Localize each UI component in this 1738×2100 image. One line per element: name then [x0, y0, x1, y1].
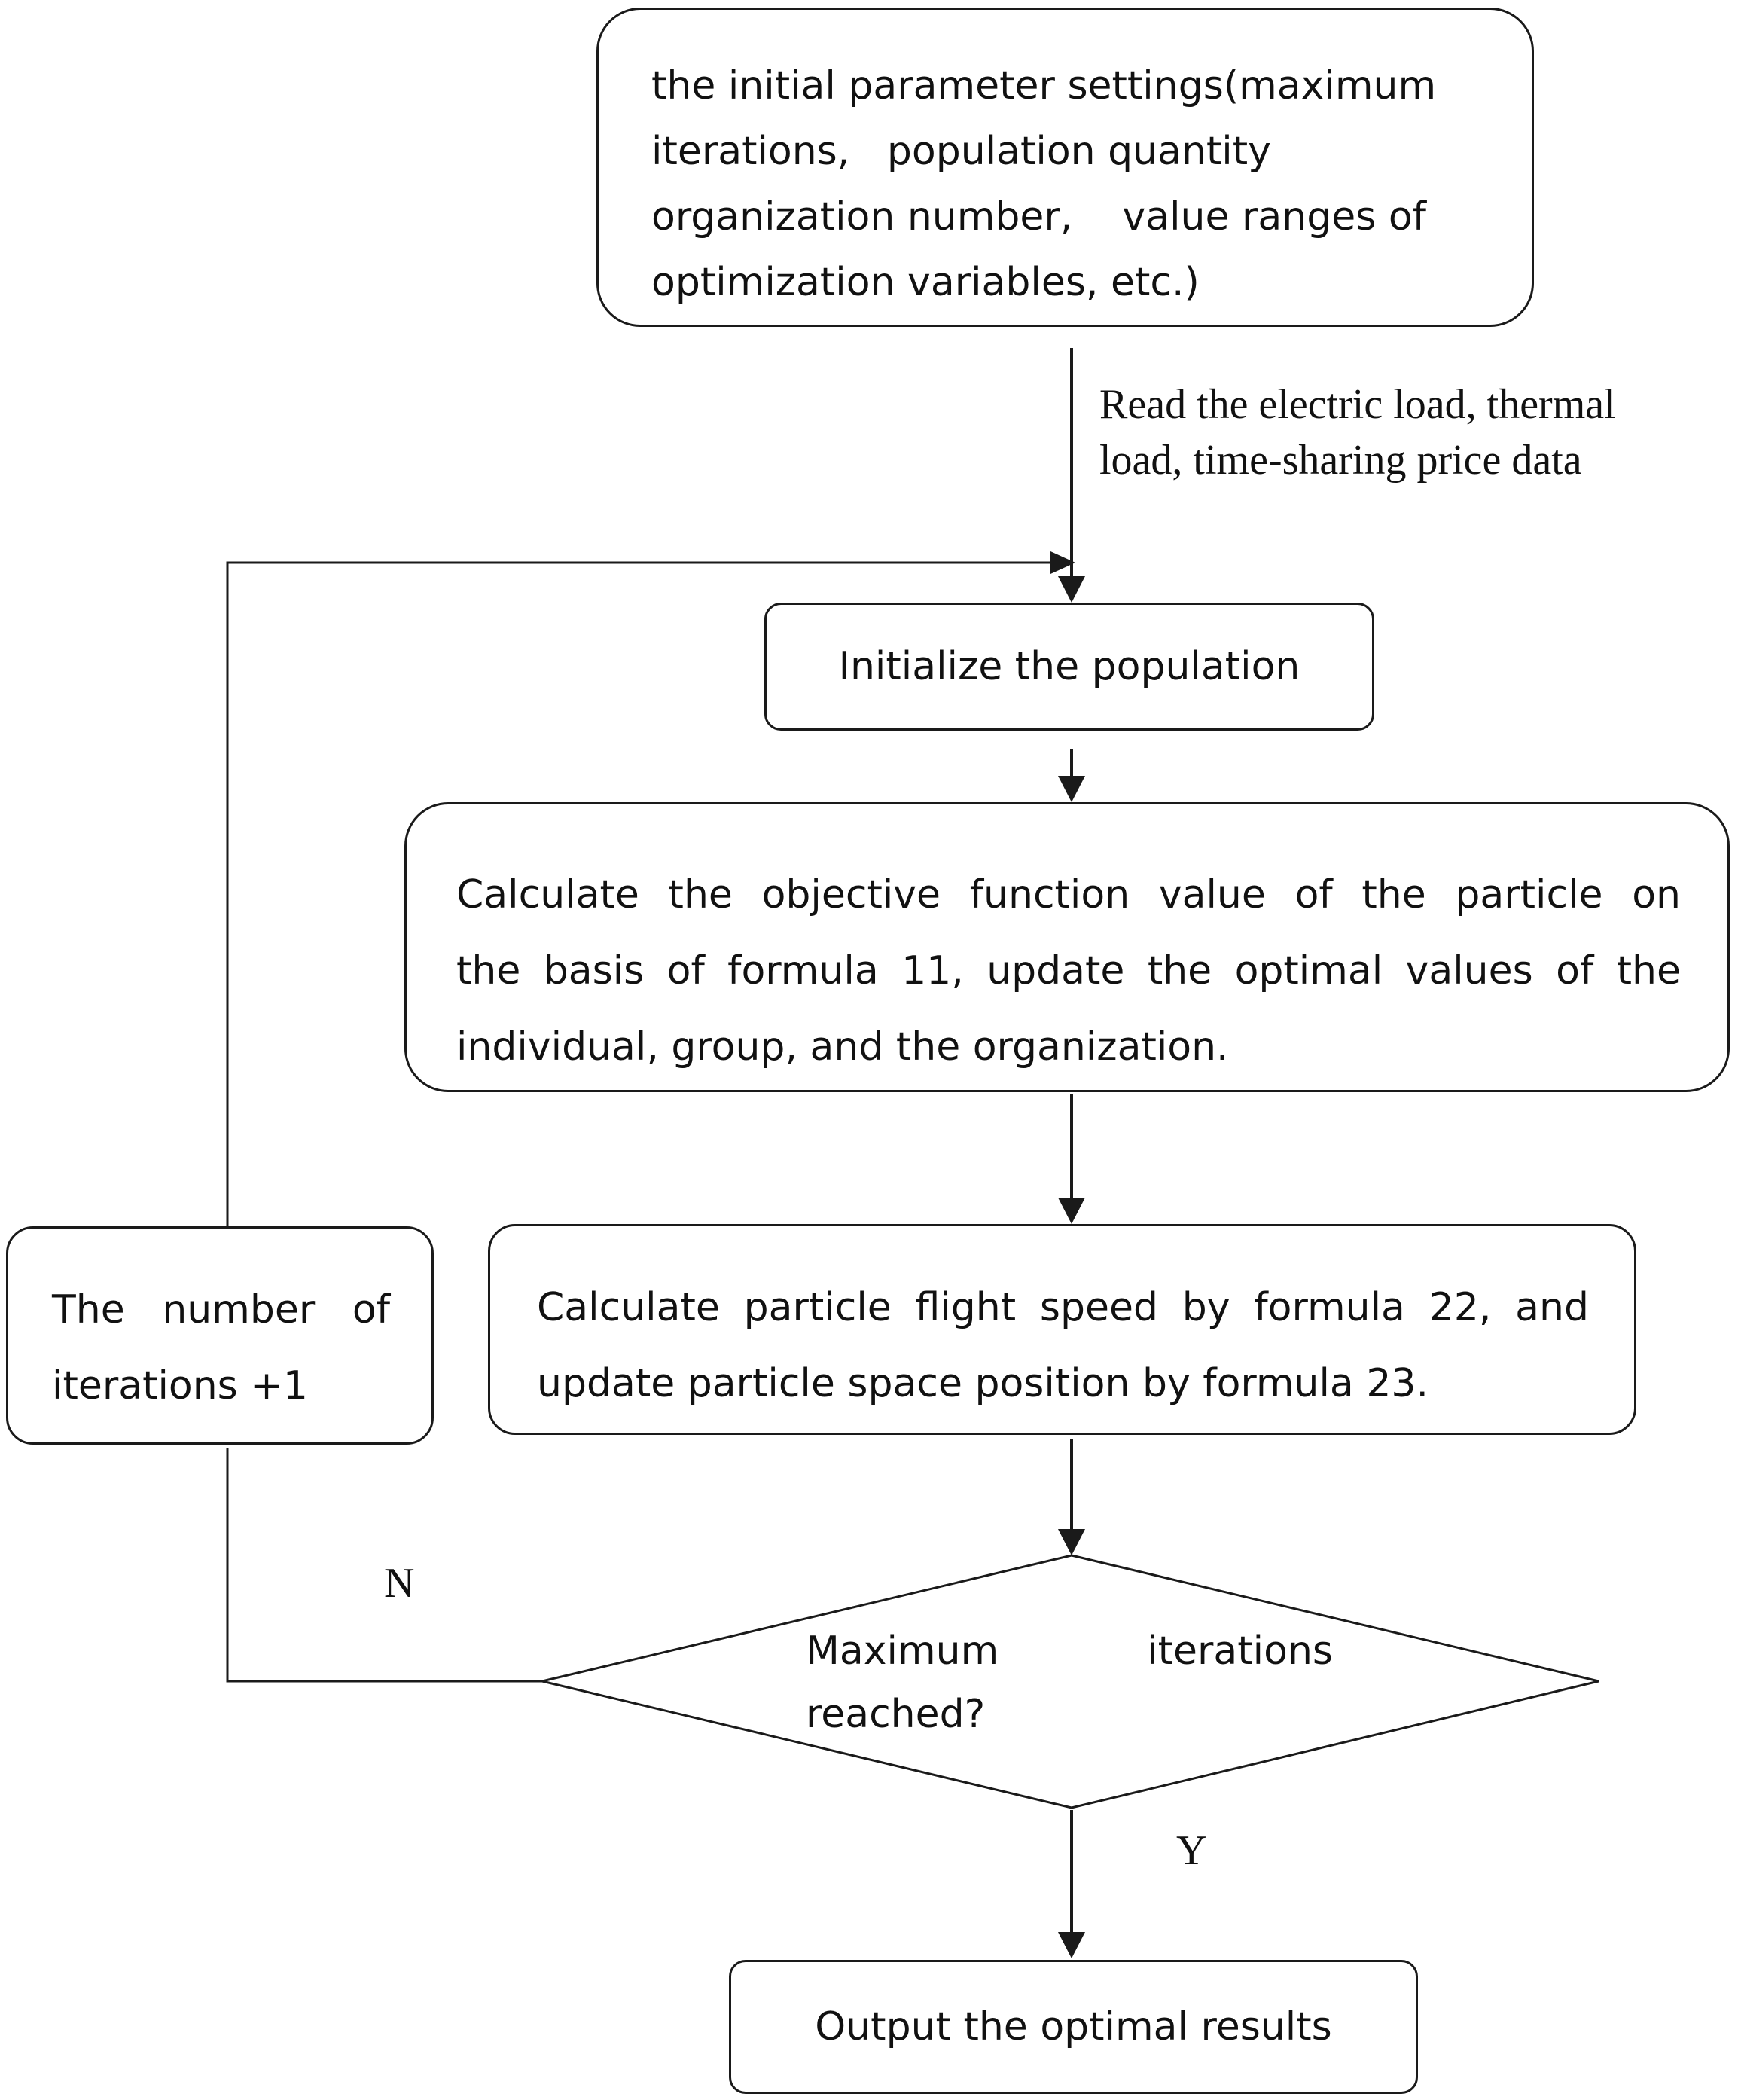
initialize-population-label: Initialize the population — [838, 644, 1300, 689]
calculate-objective-line-1: Calculate the objective function value o… — [456, 872, 1681, 917]
arrowhead-objective — [1058, 776, 1085, 802]
calculate-objective-line-2: the basis of formula 11, update the opti… — [456, 948, 1681, 994]
loop-line-no-branch — [226, 1448, 542, 1683]
arrowhead-decision — [1058, 1529, 1085, 1555]
init-parameters-line-2: iterations, population quantity — [651, 129, 1271, 174]
arrowhead-speed — [1058, 1198, 1085, 1224]
output-results-label: Output the optimal results — [815, 2004, 1332, 2050]
decision-label-reached: reached? — [806, 1692, 986, 1737]
decision-diamond — [541, 1554, 1599, 1809]
arrowhead-output — [1058, 1932, 1085, 1958]
init-parameters-box: the initial parameter settings(maximum i… — [596, 8, 1534, 327]
loop-line-return — [226, 561, 1058, 1226]
init-parameters-line-1: the initial parameter settings(maximum — [651, 63, 1437, 108]
read-data-line-2: load, time-sharing price data — [1099, 437, 1582, 484]
decision-label-maximum: Maximum — [806, 1628, 999, 1674]
read-data-line-1: Read the electric load, thermal — [1099, 381, 1616, 428]
read-data-annotation: Read the electric load, thermal load, ti… — [1099, 377, 1732, 488]
iterations-increment-line-2: iterations +1 — [52, 1363, 308, 1409]
initialize-population-box: Initialize the population — [764, 603, 1374, 731]
iterations-increment-line-1: The number of — [52, 1287, 390, 1332]
calculate-objective-box: Calculate the objective function value o… — [404, 802, 1730, 1092]
yes-branch-label: Y — [1176, 1827, 1207, 1874]
calculate-speed-line-1: Calculate particle flight speed by formu… — [537, 1285, 1589, 1330]
arrowhead-loop-return — [1050, 551, 1075, 574]
output-results-box: Output the optimal results — [729, 1960, 1418, 2094]
calculate-objective-line-3: individual, group, and the organization. — [456, 1024, 1229, 1070]
calculate-speed-line-2: update particle space position by formul… — [537, 1361, 1429, 1406]
init-parameters-line-4: optimization variables, etc.) — [651, 260, 1200, 305]
decision-label-iterations: iterations — [1147, 1628, 1333, 1674]
arrowhead-population — [1058, 576, 1085, 603]
no-branch-label: N — [384, 1560, 415, 1607]
iterations-increment-box: The number of iterations +1 — [6, 1226, 434, 1445]
init-parameters-line-3: organization number, value ranges of — [651, 194, 1426, 240]
decision-text: Maximum iterations reached? — [806, 1619, 1333, 1746]
calculate-speed-box: Calculate particle flight speed by formu… — [488, 1224, 1636, 1435]
